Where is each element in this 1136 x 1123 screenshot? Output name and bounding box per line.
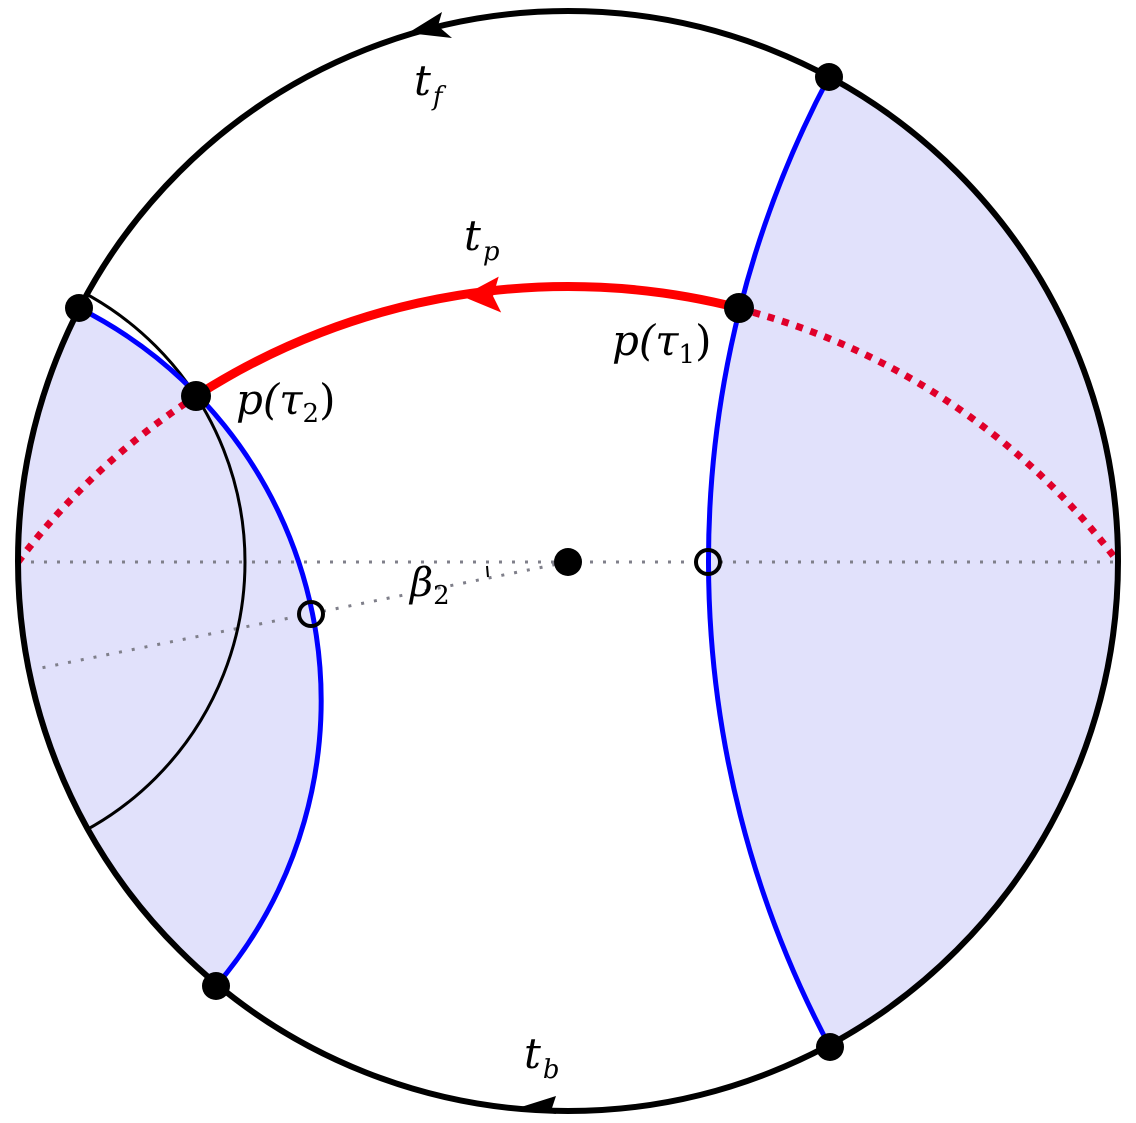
boundary-point-bottom-left (202, 972, 230, 1000)
label-beta2: β2 (408, 560, 450, 611)
right-blue-geodesic (705, 75, 833, 1049)
center-point (554, 548, 582, 576)
label-p-tau2: p(τ2) (236, 375, 335, 429)
open-point-right (694, 548, 722, 576)
left-blue-geodesic (77, 305, 324, 988)
label-t-b: tb (524, 1029, 560, 1085)
label-t-p: tp (464, 211, 500, 267)
angle-tick-mark (486, 565, 489, 578)
tb-arrow-icon (518, 1096, 556, 1114)
boundary-point-top-right (815, 63, 843, 91)
thin-black-geodesic (18, 255, 247, 869)
label-p-tau1: p(τ1) (612, 316, 711, 370)
red-dotted-geodesic (18, 283, 1118, 565)
boundary-point-bottom-right (816, 1033, 844, 1061)
tp-arrow-icon (461, 276, 502, 313)
disk-boundary (15, 8, 1121, 1114)
tf-arrow-icon (408, 12, 452, 38)
open-point-left (297, 600, 325, 628)
red-trajectory-tp (193, 281, 741, 400)
boundary-point-top-left (65, 294, 93, 322)
label-t-f: tf (414, 56, 447, 112)
point-p-tau2 (181, 381, 211, 411)
point-p-tau1 (724, 293, 754, 323)
